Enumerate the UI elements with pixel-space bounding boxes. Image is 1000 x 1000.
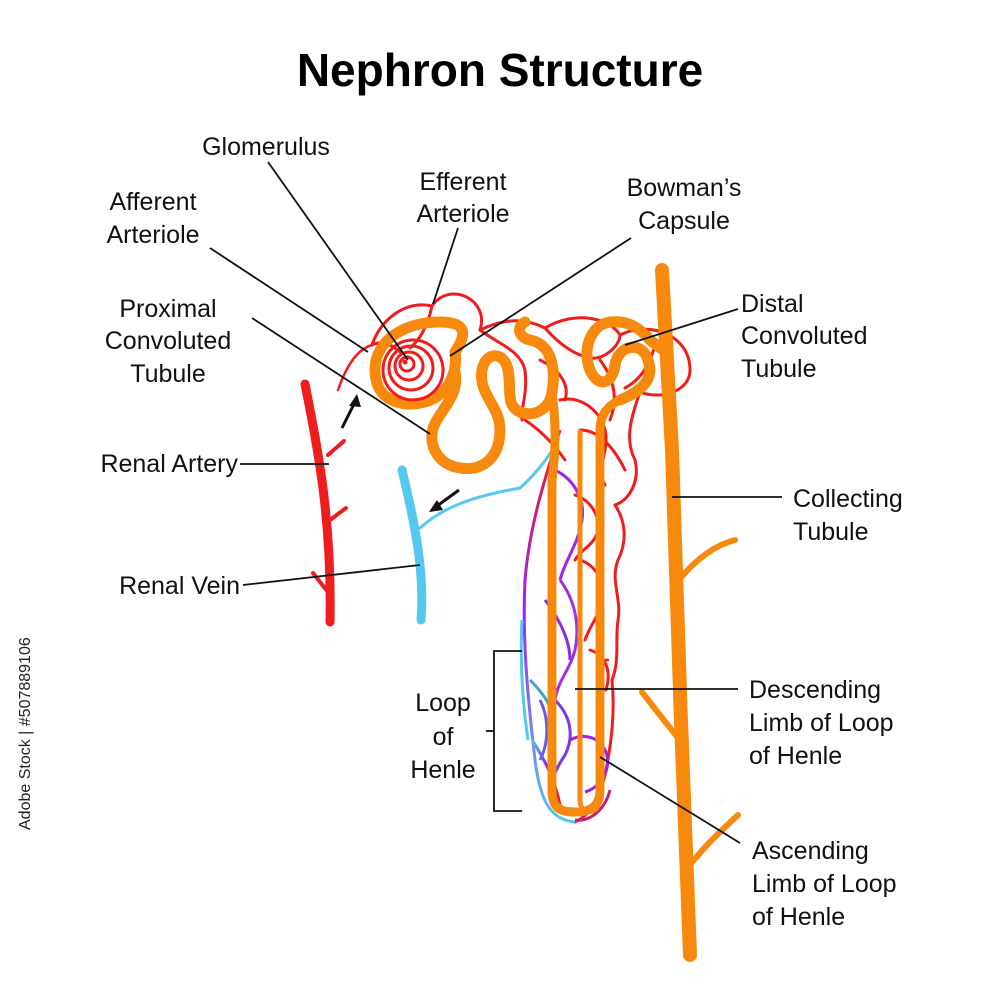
label-descending-line3: of Henle	[749, 742, 842, 770]
label-afferent-line2: Arteriole	[106, 221, 199, 249]
leader-lines	[209, 161, 782, 844]
blood-flow-arrows	[340, 394, 460, 512]
label-collecting-line2: Tubule	[793, 518, 869, 546]
page-title: Nephron Structure	[297, 44, 703, 96]
label-proximal-line3: Tubule	[130, 360, 206, 388]
label-ascending-line2: Limb of Loop	[752, 870, 897, 898]
renal-artery	[300, 343, 374, 627]
label-renal-vein: Renal Vein	[119, 572, 240, 600]
label-proximal-line2: Convoluted	[105, 327, 231, 355]
stock-side-text: Adobe Stock | #507889106	[17, 637, 34, 830]
glomerulus	[381, 338, 445, 402]
tubule-system	[369, 316, 669, 817]
label-afferent-line1: Afferent	[109, 188, 196, 216]
label-loop-line1: Loop	[415, 689, 471, 717]
label-proximal-line1: Proximal	[119, 295, 216, 323]
label-ascending-line3: of Henle	[752, 903, 845, 931]
label-bowmans-line1: Bowman’s	[627, 174, 742, 202]
label-loop-line3: Henle	[410, 756, 475, 784]
label-bowmans-line2: Capsule	[638, 207, 730, 235]
labels: Glomerulus Efferent Arteriole Bowman’s C…	[100, 133, 902, 931]
label-efferent-line2: Arteriole	[416, 200, 509, 228]
label-loop-line2: of	[433, 723, 454, 751]
label-distal-line1: Distal	[741, 290, 804, 318]
label-distal-line2: Convoluted	[741, 322, 867, 350]
label-glomerulus: Glomerulus	[202, 133, 330, 161]
label-ascending-line1: Ascending	[752, 837, 869, 865]
label-distal-line3: Tubule	[741, 355, 817, 383]
label-renal-artery: Renal Artery	[100, 450, 238, 478]
label-efferent-line1: Efferent	[419, 168, 506, 196]
label-descending-line1: Descending	[749, 676, 881, 704]
label-collecting-line1: Collecting	[793, 485, 903, 513]
label-descending-line2: Limb of Loop	[749, 709, 894, 737]
